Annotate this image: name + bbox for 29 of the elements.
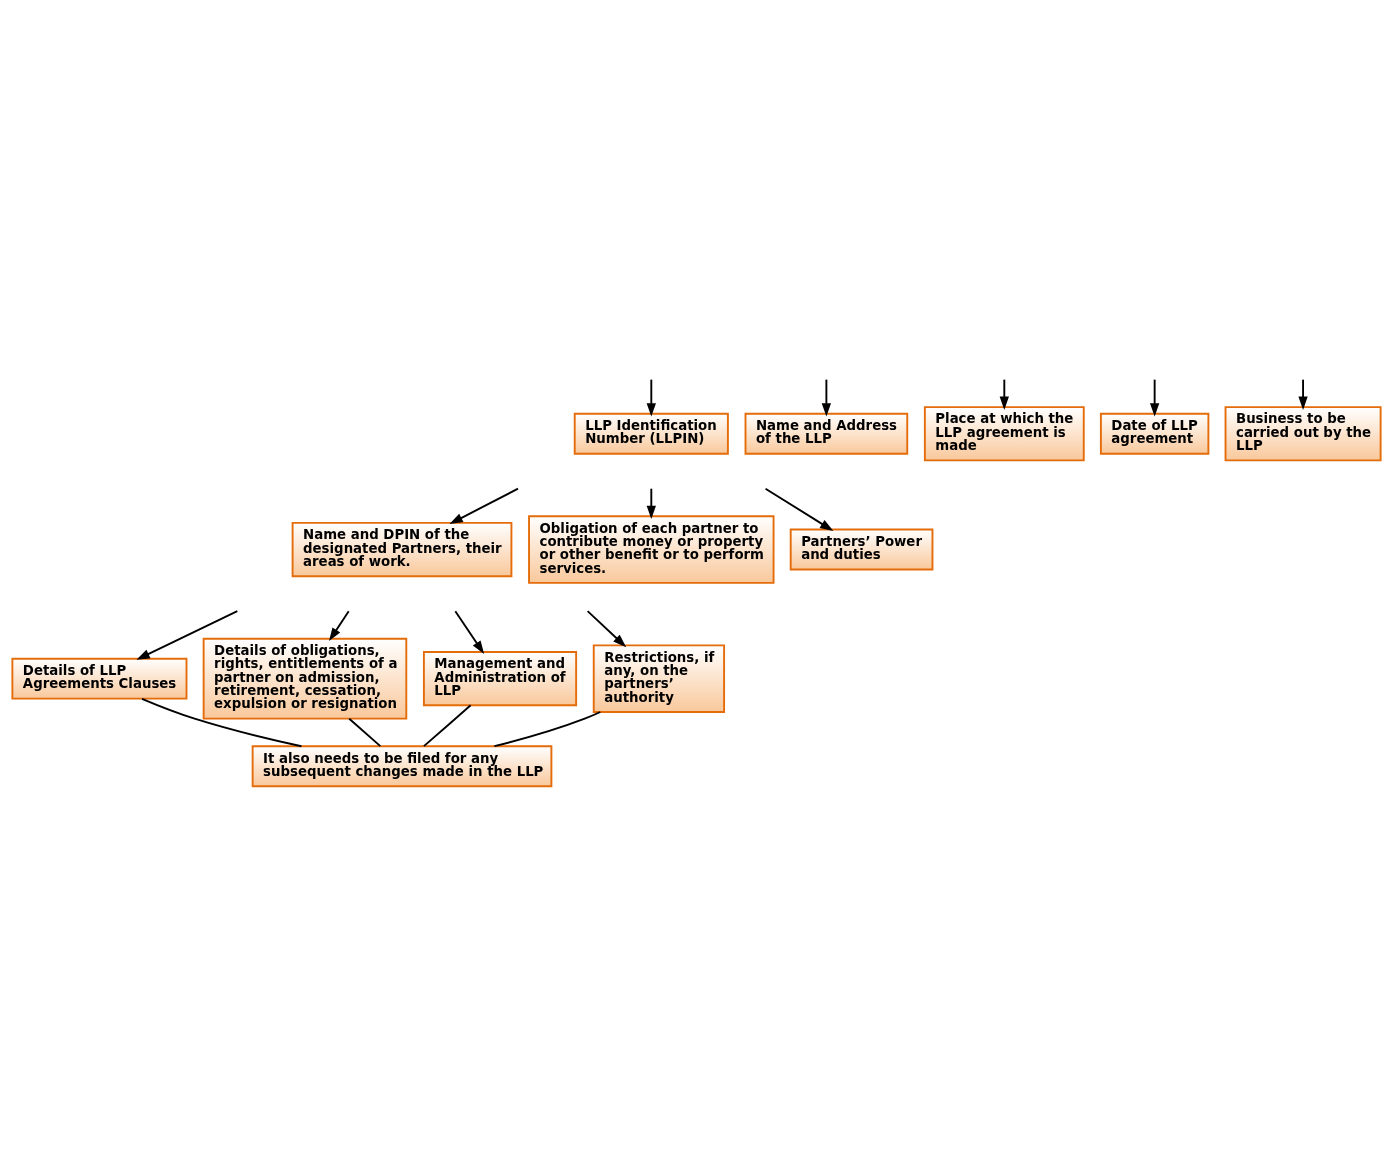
arrow bbox=[646, 487, 656, 519]
arrow bbox=[1149, 378, 1160, 416]
node-box: Obligation of each partner to contribute money or property or other benefit or to perform services. bbox=[528, 514, 775, 584]
connector bbox=[422, 703, 472, 747]
node-box: Date of LLP agreement bbox=[1099, 412, 1210, 455]
node-box: Restrictions, if any, on the partners’ authority bbox=[592, 643, 726, 713]
arrow bbox=[646, 378, 656, 416]
node-box: Name and Address of the LLP bbox=[744, 412, 909, 455]
arrow bbox=[586, 609, 627, 647]
connector bbox=[493, 710, 602, 747]
node-box: Partners’ Power and duties bbox=[789, 528, 934, 570]
arrow bbox=[1298, 378, 1308, 410]
node-box: Details of obligations, rights, entitlements of a partner on admission, retirement, cessation, expulsion or resignation bbox=[202, 637, 408, 720]
arrow bbox=[821, 378, 832, 416]
connector bbox=[141, 697, 303, 747]
node-box: It also needs to be filed for any subsequent changes made in the LLP bbox=[251, 744, 553, 787]
node-box: LLP Identification Number (LLPIN) bbox=[573, 412, 729, 455]
arrow bbox=[329, 609, 350, 641]
arrow bbox=[136, 609, 239, 660]
node-box: Business to be carried out by the LLP bbox=[1224, 405, 1382, 461]
node-box: Place at which the LLP agreement is made bbox=[923, 405, 1085, 461]
node-box: Details of LLP Agreements Clauses bbox=[11, 657, 188, 700]
arrow bbox=[764, 487, 834, 531]
connector bbox=[348, 717, 382, 747]
arrow bbox=[449, 487, 519, 524]
arrow bbox=[454, 609, 485, 654]
node-box: Management and Administration of LLP bbox=[422, 650, 578, 706]
node-box: Name and DPIN of the designated Partners, their areas of work. bbox=[291, 521, 513, 577]
arrow bbox=[999, 378, 1009, 410]
